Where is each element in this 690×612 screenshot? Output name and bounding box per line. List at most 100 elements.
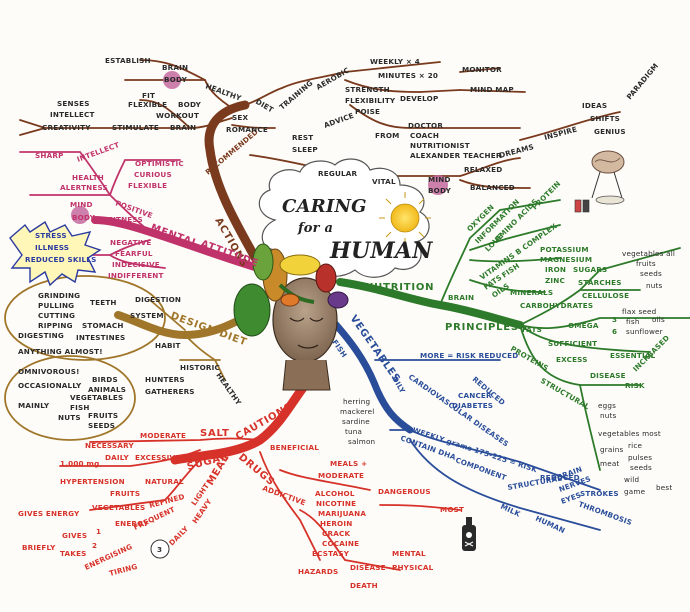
label-senses: SENSES bbox=[57, 99, 90, 108]
label-tuna: tuna bbox=[345, 427, 362, 436]
label-pulling: PULLING bbox=[38, 301, 74, 310]
label-sardine: sardine bbox=[342, 417, 370, 426]
label-indifferent: INDIFFERENT bbox=[108, 271, 164, 280]
label-intellect: INTELLECT bbox=[50, 110, 95, 119]
label-wild: wild bbox=[624, 475, 639, 484]
number-3-circle-icon bbox=[150, 539, 170, 559]
label-sugars: SUGARS bbox=[573, 265, 607, 274]
label-heroin: HEROIN bbox=[320, 519, 352, 528]
label-tiring: TIRING bbox=[108, 562, 138, 578]
label-mainly: MAINLY bbox=[18, 401, 50, 410]
label-body-4: BODY bbox=[72, 213, 96, 222]
label-coach: COACH bbox=[410, 131, 439, 140]
label-fit: FIT bbox=[142, 91, 155, 100]
label-magnesium: MAGNESIUM bbox=[540, 255, 592, 264]
label-brain-2: BRAIN bbox=[170, 123, 196, 132]
label-potassium: POTASSIUM bbox=[540, 245, 589, 254]
label-seeds-2: seeds bbox=[630, 463, 652, 472]
label-balanced: BALANCED bbox=[470, 183, 515, 192]
salt-pepper-icon bbox=[574, 199, 590, 213]
label-illness: ILLNESS bbox=[35, 243, 69, 252]
label-mind: MIND bbox=[428, 175, 451, 184]
label-more-risk-reduced: MORE = RISK REDUCED bbox=[420, 351, 518, 360]
label-pulses: pulses bbox=[628, 453, 652, 462]
label-genius: GENIUS bbox=[594, 127, 626, 136]
label-romance: ROMANCE bbox=[226, 125, 268, 134]
label-brain: BRAIN bbox=[162, 63, 188, 72]
label-regular: REGULAR bbox=[318, 169, 358, 178]
label-mackerel: mackerel bbox=[340, 407, 375, 416]
label-oily: OILY bbox=[390, 375, 407, 396]
label-game: game bbox=[624, 487, 646, 496]
label-mental: MENTAL bbox=[392, 549, 426, 558]
label-vegetables-3: VEGETABLES bbox=[92, 503, 145, 512]
label-rest: REST bbox=[292, 133, 313, 142]
label-excess: EXCESS bbox=[556, 355, 588, 364]
label-n2: 2 bbox=[92, 541, 97, 550]
label-disease-2: DISEASE bbox=[350, 563, 386, 572]
label-body-3: BODY bbox=[428, 186, 452, 195]
label-flexible-2: FLEXIBLE bbox=[128, 181, 167, 190]
label-flexibility: FLEXIBILITY bbox=[345, 96, 396, 105]
label-physical: PHYSICAL bbox=[392, 563, 434, 572]
title-line-3: HUMAN bbox=[329, 238, 433, 264]
label-fitness: FITNESS bbox=[108, 215, 143, 224]
label-most: MOST bbox=[440, 505, 464, 514]
label-protein: PROTEIN bbox=[530, 179, 562, 211]
label-stress: STRESS bbox=[35, 231, 67, 240]
label-mind-map: MIND MAP bbox=[470, 85, 514, 94]
label-reduced-skills: REDUCED SKILLS bbox=[25, 255, 96, 264]
label-nutritionist: NUTRITIONIST bbox=[410, 141, 470, 150]
label-nuts-2: nuts bbox=[600, 411, 617, 420]
label-health: HEALTH bbox=[72, 173, 104, 182]
label-strokes: STROKES bbox=[580, 489, 619, 498]
food-crown bbox=[233, 243, 349, 337]
label-cocaine: COCAINE bbox=[322, 539, 359, 548]
label-hypertension: HYPERTENSION bbox=[60, 477, 125, 486]
label-seeds: SEEDS bbox=[88, 421, 115, 430]
label-takes: TAKES bbox=[60, 549, 87, 558]
label-anything-almost: ANYTHING ALMOST! bbox=[18, 347, 103, 356]
label-from: FROM bbox=[375, 131, 400, 140]
label-vegetables-2: VEGETABLES bbox=[70, 393, 123, 402]
label-nicotine: NICOTINE bbox=[316, 499, 356, 508]
label-moderate: MODERATE bbox=[140, 431, 186, 440]
label-stomach: STOMACH bbox=[82, 321, 124, 330]
label-nuts-lc: nuts bbox=[646, 281, 663, 290]
label-teeth: TEETH bbox=[90, 298, 117, 307]
label-curious: CURIOUS bbox=[134, 170, 172, 179]
label-disease: DISEASE bbox=[590, 371, 626, 380]
label-moderate-2: MODERATE bbox=[318, 471, 364, 480]
label-healthy-2: HEALTHY bbox=[214, 371, 243, 407]
label-stimulate: STIMULATE bbox=[112, 123, 159, 132]
label-system: SYSTEM bbox=[130, 311, 164, 320]
label-salt: SALT bbox=[200, 428, 230, 439]
label-shifts: SHIFTS bbox=[590, 114, 620, 123]
label-minerals: MINERALS bbox=[510, 288, 553, 297]
label-monitor: MONITOR bbox=[462, 65, 502, 74]
label-marijuana: MARIJUANA bbox=[318, 509, 366, 518]
label-optimistic: OPTIMISTIC bbox=[135, 159, 184, 168]
label-body: BODY bbox=[164, 75, 188, 84]
label-diet: DIET bbox=[254, 97, 275, 114]
label-sharp: SHARP bbox=[35, 151, 64, 160]
label-alcohol: ALCOHOL bbox=[315, 489, 355, 498]
title-line-2: for a bbox=[297, 221, 333, 236]
label-fruits-lc: fruits bbox=[636, 259, 656, 268]
brain-doodle bbox=[591, 150, 625, 205]
label-alertness: ALERTNESS bbox=[60, 183, 108, 192]
branch-vegetables bbox=[326, 314, 414, 434]
label-dangerous: DANGEROUS bbox=[378, 487, 431, 496]
label-fearful: FEARFUL bbox=[115, 249, 153, 258]
label-sufficient: SUFFICIENT bbox=[548, 339, 597, 348]
label-ripping: RIPPING bbox=[38, 321, 73, 330]
label-birds: BIRDS bbox=[92, 375, 118, 384]
stress-burst bbox=[9, 220, 102, 287]
label-healthy: HEALTHY bbox=[204, 81, 243, 102]
branch-attitude bbox=[91, 216, 262, 272]
label-gives-energy: GIVES ENERGY bbox=[18, 509, 80, 518]
label-habit: HABIT bbox=[155, 341, 181, 350]
label-beneficial: BENEFICIAL bbox=[270, 443, 319, 452]
label-eggs: eggs bbox=[598, 401, 616, 410]
label-fish-2: FISH bbox=[70, 403, 90, 412]
